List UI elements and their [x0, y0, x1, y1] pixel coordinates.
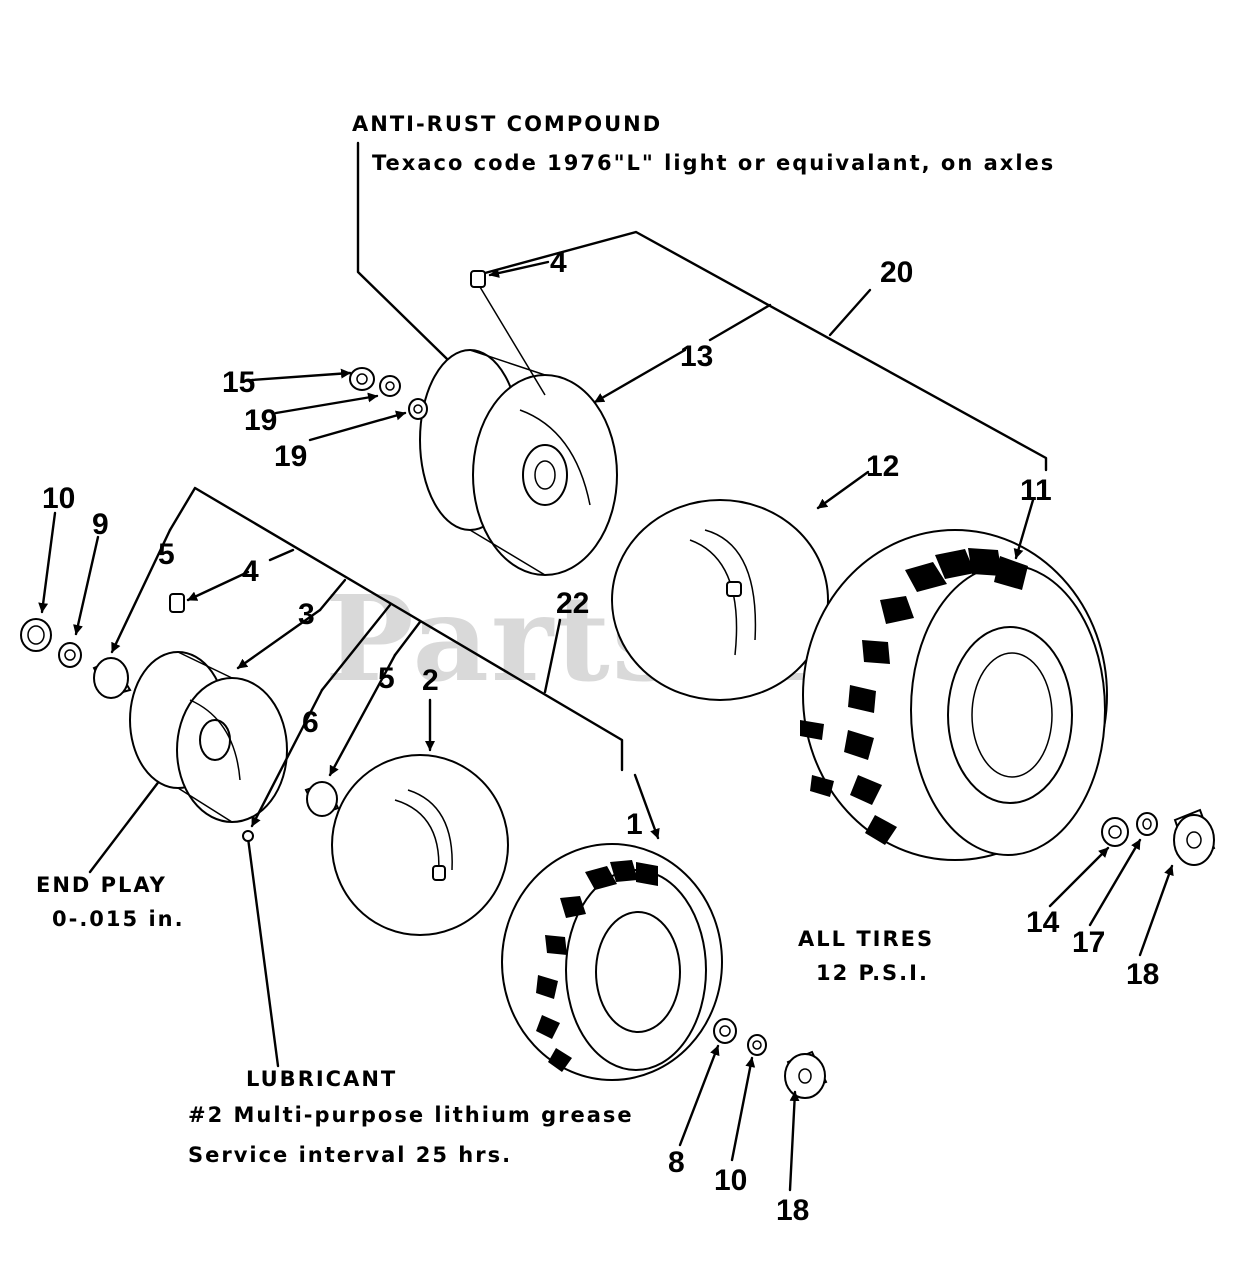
callout-4-mid: 4 — [242, 555, 259, 588]
washer-10-bottom — [747, 1034, 767, 1056]
bracket-20 — [483, 230, 1048, 472]
callout-10-bottom: 10 — [714, 1164, 747, 1197]
bracket-22-branch-5 — [393, 620, 422, 657]
callout-13: 13 — [680, 340, 713, 373]
end-play-title: END PLAY — [36, 873, 167, 897]
callout-2: 2 — [422, 664, 439, 697]
tire-1 — [501, 843, 723, 1081]
lubricant-title: LUBRICANT — [246, 1067, 397, 1091]
washer-8 — [713, 1018, 737, 1044]
tire-11 — [800, 529, 1108, 861]
anti-rust-title: ANTI-RUST COMPOUND — [352, 112, 662, 136]
washer-19-b — [408, 398, 428, 420]
anti-rust-text: Texaco code 1976"L" light or equivalant,… — [372, 151, 1055, 175]
callout-6: 6 — [302, 706, 319, 739]
callout-19-a: 19 — [244, 404, 277, 437]
callout-15: 15 — [222, 366, 255, 399]
callout-5-top: 5 — [158, 538, 175, 571]
end-play-leader — [88, 778, 162, 874]
rim-13 — [419, 349, 618, 576]
callout-9: 9 — [92, 508, 109, 541]
lubricant-leader — [246, 836, 280, 1068]
callout-14: 14 — [1026, 906, 1060, 939]
callout-22: 22 — [556, 587, 589, 620]
tube-2 — [331, 754, 509, 936]
bracket-20-tick — [828, 288, 872, 337]
callout-20: 20 — [880, 256, 913, 289]
callout-19-b: 19 — [274, 440, 307, 473]
callout-4-top: 4 — [550, 246, 567, 279]
washer-15 — [349, 367, 375, 391]
callout-5-mid: 5 — [378, 662, 395, 695]
callout-3: 3 — [298, 598, 315, 631]
bushing-5-mid — [304, 781, 340, 817]
bushing-5-top — [92, 657, 132, 699]
all-tires-title: ALL TIRES — [798, 927, 934, 951]
all-tires-value: 12 P.S.I. — [816, 961, 929, 985]
washer-17 — [1136, 812, 1158, 836]
tube-12 — [611, 499, 829, 701]
washer-19-a — [379, 375, 401, 397]
valve-stem-4-mid — [169, 593, 185, 613]
bracket-22-branch-6 — [320, 603, 392, 692]
rim-3 — [129, 651, 288, 823]
grease-fitting — [242, 830, 254, 842]
callout-17: 17 — [1072, 926, 1105, 959]
bracket-22 — [168, 486, 624, 772]
lubricant-interval: Service interval 25 hrs. — [188, 1143, 512, 1167]
end-play-value: 0-.015 in. — [52, 907, 185, 931]
bracket-22-branch-4 — [268, 548, 295, 562]
callout-12: 12 — [866, 450, 899, 483]
valve-stem-4-top — [470, 270, 546, 396]
callout-8: 8 — [668, 1146, 685, 1179]
cap-18-right — [1173, 808, 1216, 866]
callout-1: 1 — [626, 808, 643, 841]
callout-18-bottom: 18 — [776, 1194, 809, 1227]
callout-arrows — [38, 260, 1174, 1192]
callout-11: 11 — [1020, 474, 1052, 507]
bracket-20-branch — [708, 303, 772, 342]
clip-10-left — [20, 618, 52, 652]
washer-14 — [1101, 817, 1129, 847]
bracket-22-branch-3 — [318, 578, 347, 612]
washer-9 — [58, 642, 82, 668]
callout-10-left: 10 — [42, 482, 75, 515]
callout-18-right: 18 — [1126, 958, 1159, 991]
lubricant-text: #2 Multi-purpose lithium grease — [188, 1103, 634, 1127]
cap-18-bottom — [784, 1050, 828, 1099]
bracket-22-tick — [543, 618, 562, 694]
